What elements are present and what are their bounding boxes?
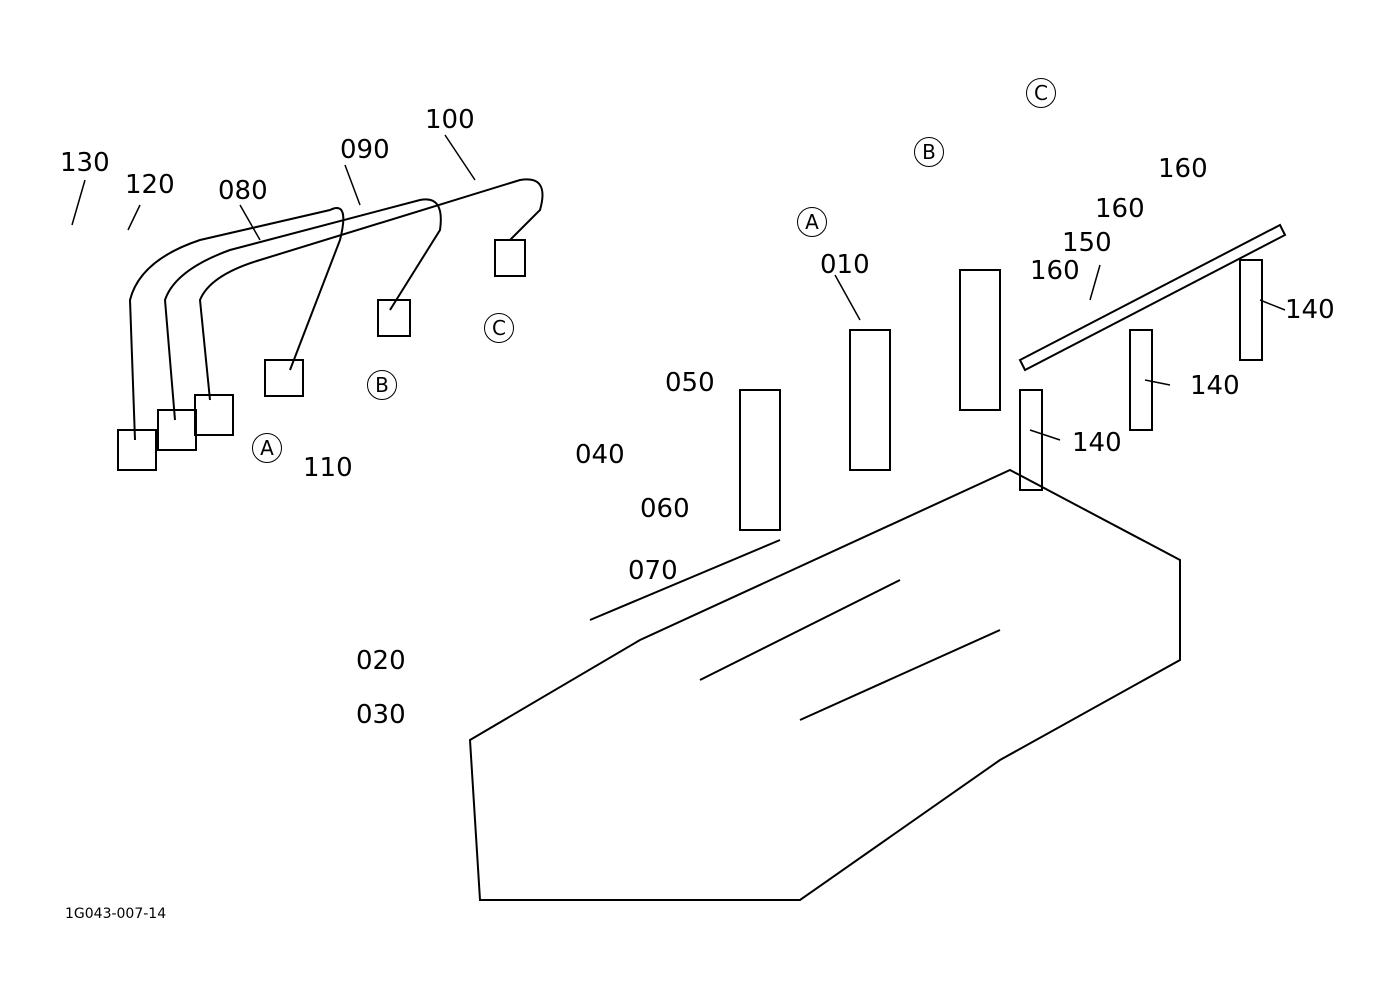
ref-marker-a-pipe: A <box>252 433 282 463</box>
part-label-030: 030 <box>356 700 406 730</box>
part-label-110: 110 <box>303 453 353 483</box>
ref-marker-c-pipe: C <box>484 313 514 343</box>
ref-marker-c-injector: C <box>1026 78 1056 108</box>
part-label-100: 100 <box>425 105 475 135</box>
part-label-160-b: 160 <box>1095 194 1145 224</box>
part-label-140-c: 140 <box>1072 428 1122 458</box>
leader-lines <box>71 134 1286 441</box>
part-label-150: 150 <box>1062 228 1112 258</box>
part-label-080: 080 <box>218 176 268 206</box>
glow-plugs <box>1018 223 1287 491</box>
part-label-130: 130 <box>60 148 110 178</box>
part-label-140-a: 140 <box>1285 295 1335 325</box>
part-label-120: 120 <box>125 170 175 200</box>
part-label-010: 010 <box>820 250 870 280</box>
engine-head <box>468 468 1181 901</box>
drawing-code: 1G043-007-14 <box>65 906 167 922</box>
part-label-020: 020 <box>356 646 406 676</box>
part-label-040: 040 <box>575 440 625 470</box>
part-label-090: 090 <box>340 135 390 165</box>
ref-marker-b-pipe: B <box>367 370 397 400</box>
part-label-160-a: 160 <box>1030 256 1080 286</box>
part-label-070: 070 <box>628 556 678 586</box>
part-label-160-c: 160 <box>1158 154 1208 184</box>
injection-pipes <box>117 178 544 471</box>
part-label-060: 060 <box>640 494 690 524</box>
ref-marker-b-injector: B <box>914 137 944 167</box>
part-label-050: 050 <box>665 368 715 398</box>
part-label-140-b: 140 <box>1190 371 1240 401</box>
ref-marker-a-injector: A <box>797 207 827 237</box>
injectors <box>739 269 1001 531</box>
